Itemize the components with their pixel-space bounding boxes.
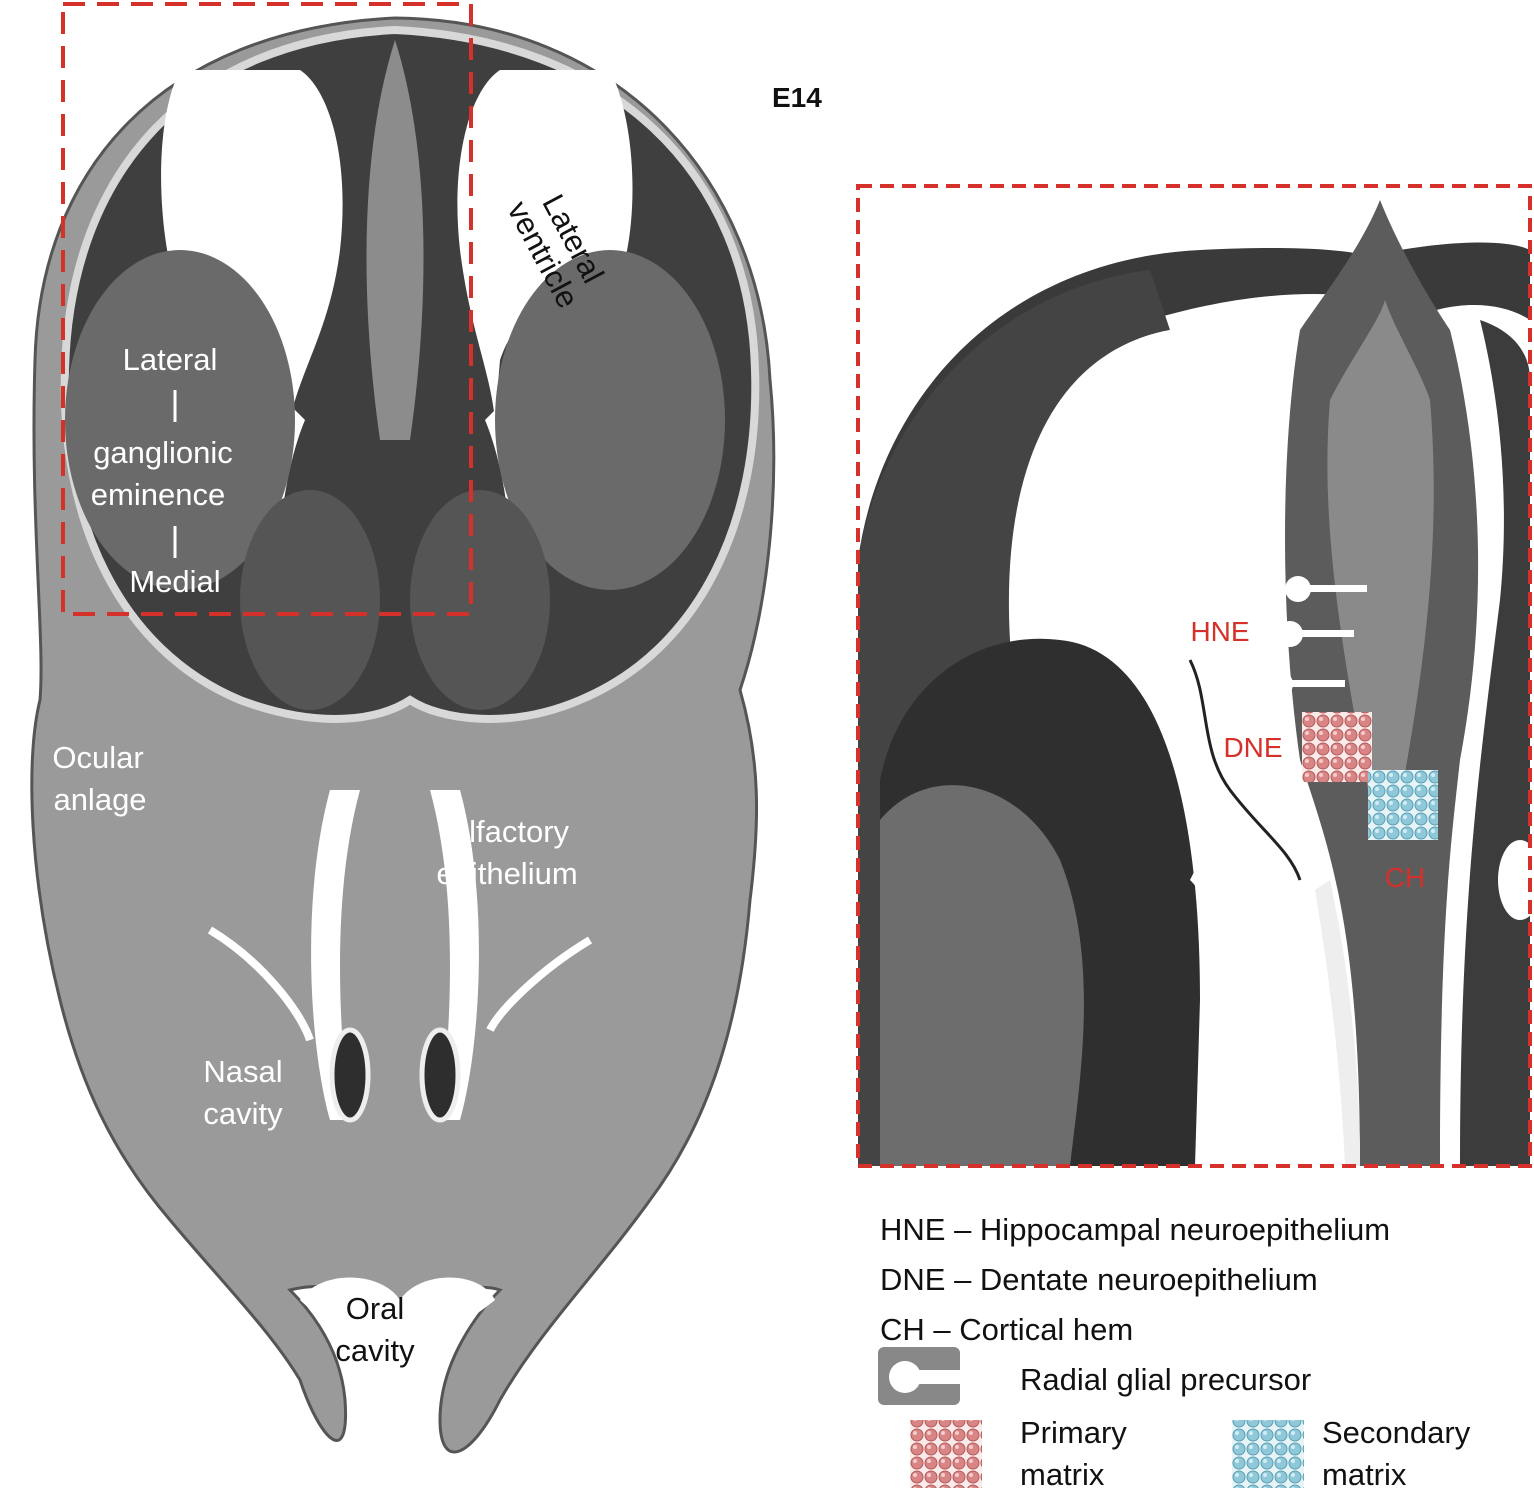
dne-label: DNE	[1223, 732, 1282, 763]
inset-magnified-image	[858, 186, 1530, 1166]
legend-secondary-line1: Secondary	[1322, 1415, 1471, 1450]
nasal-cavity-line1: Nasal	[203, 1054, 282, 1089]
legend-ch: CH – Cortical hem	[880, 1312, 1134, 1347]
radial-glia-legend-icon	[878, 1347, 960, 1405]
legend-dne: DNE – Dentate neuroepithelium	[880, 1262, 1318, 1297]
legend-secondary-line2: matrix	[1322, 1457, 1407, 1492]
legend-radial-glia: Radial glial precursor	[1020, 1362, 1312, 1397]
radial-glial-markers	[1267, 576, 1367, 697]
stage-label: E14	[772, 82, 822, 113]
ch-label: CH	[1385, 862, 1425, 893]
secondary-matrix-legend-swatch	[1232, 1420, 1304, 1488]
olfactory-epithelium-line1: Olfactory	[445, 814, 570, 849]
primary-matrix-legend-swatch	[910, 1420, 982, 1488]
oral-cavity-line1: Oral	[346, 1291, 405, 1326]
radial-glia-marker-2	[1277, 621, 1303, 647]
legend-primary-line1: Primary	[1020, 1415, 1127, 1450]
head-section-image	[30, 16, 776, 1454]
legend-primary-line2: matrix	[1020, 1457, 1105, 1492]
legend-hne: HNE – Hippocampal neuroepithelium	[880, 1212, 1391, 1247]
ge-label-line1: ganglionic	[93, 435, 233, 470]
oral-cavity-line2: cavity	[335, 1333, 415, 1368]
ge-label-line2: eminence	[91, 477, 225, 512]
nasal-cavity-line2: cavity	[203, 1096, 283, 1131]
radial-glia-marker-3	[1267, 671, 1293, 697]
secondary-matrix-patch	[1368, 770, 1438, 840]
radial-glia-marker-1	[1285, 576, 1311, 602]
primary-matrix-patch	[1302, 712, 1372, 782]
ocular-anlage-line1: Ocular	[52, 740, 143, 775]
hne-label: HNE	[1190, 616, 1249, 647]
olfactory-epithelium-line2: epithelium	[436, 856, 577, 891]
mge-label: Medial	[129, 564, 220, 599]
ocular-anlage-line2: anlage	[53, 782, 146, 817]
highlight-box-left	[61, 2, 473, 616]
highlight-box-inset	[856, 184, 1532, 1168]
lge-label: Lateral	[123, 342, 218, 377]
